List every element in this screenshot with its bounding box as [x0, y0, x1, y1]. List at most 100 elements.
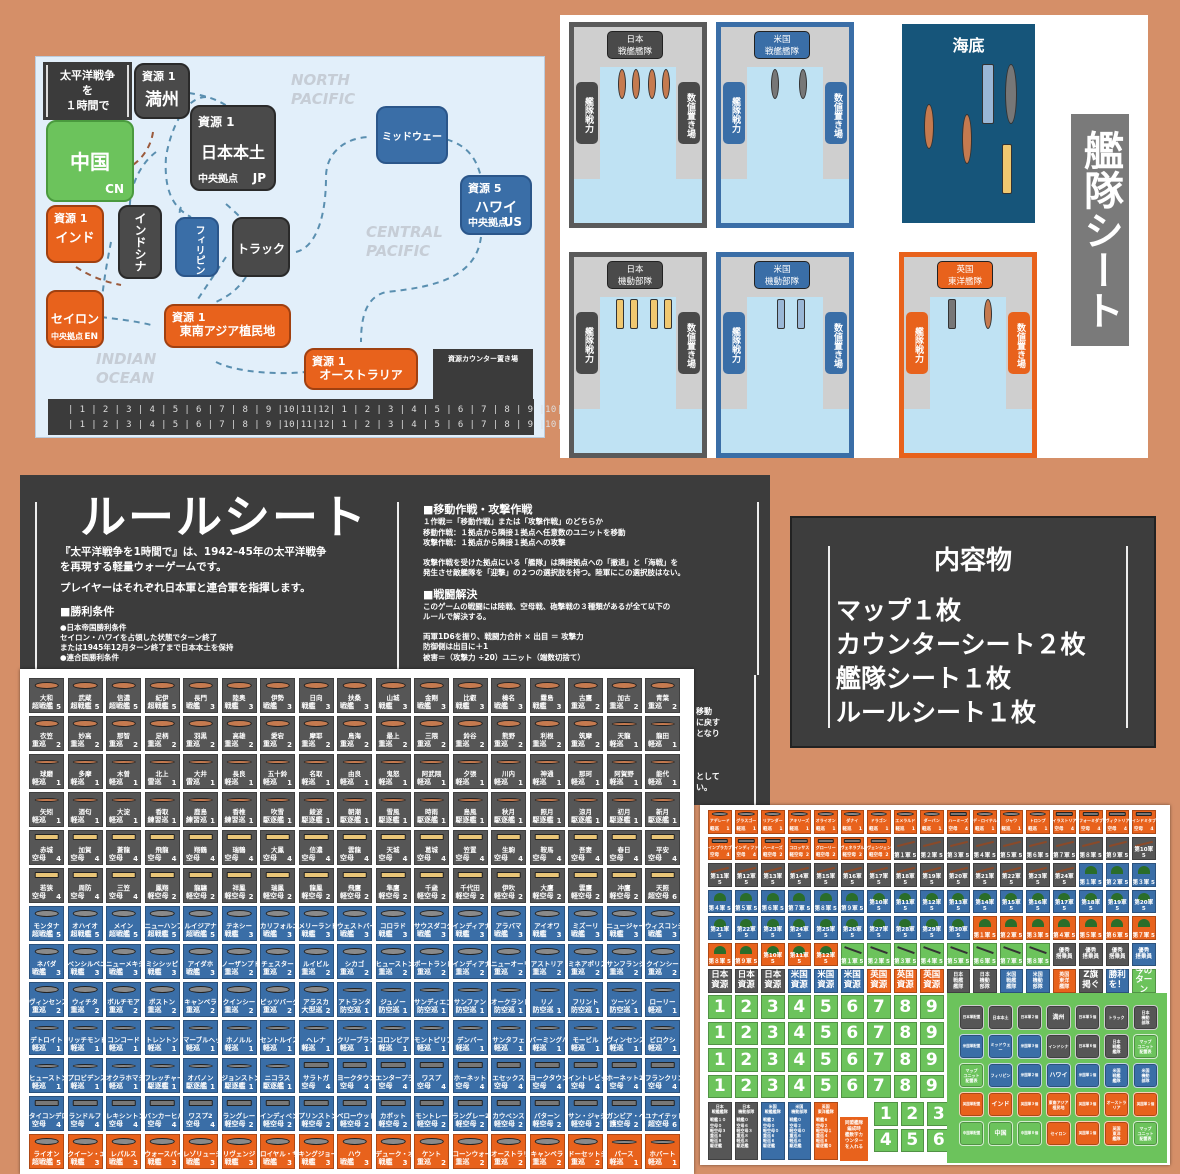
ship-counter[interactable]: ベローウッド軽空母2 [337, 1096, 372, 1131]
ship-counter[interactable]: オーストラリア重巡2 [491, 1134, 526, 1169]
number-counter[interactable]: 8 [893, 1048, 917, 1072]
marker-counter[interactable]: 今の ターン [1132, 969, 1156, 993]
number-counter[interactable]: 3 [761, 1048, 785, 1072]
placement-cell[interactable]: 英国 東洋 艦隊 [1104, 1121, 1129, 1146]
army-counter[interactable]: 第23軍 5 [1026, 863, 1050, 887]
marker-counter[interactable]: 日本 戦艦 艦隊 [946, 969, 970, 993]
army-counter[interactable]: 第14軍 5 [787, 863, 811, 887]
number-counter[interactable]: 1 [708, 995, 732, 1019]
army-counter[interactable]: 第１軍 5 [893, 836, 917, 860]
placement-cell[interactable]: インドシナ [1046, 1034, 1071, 1059]
ship-counter[interactable]: ニューオーリンズ重巡2 [491, 944, 526, 979]
ship-counter[interactable]: フォーミダブル空母4 [1079, 810, 1103, 834]
number-counter[interactable]: 2 [734, 995, 758, 1019]
marker-counter[interactable]: 優秀 搭乗員 [1052, 942, 1076, 966]
ship-counter[interactable]: メリーランド戦艦3 [298, 906, 334, 941]
number-counter[interactable]: 9 [920, 1048, 944, 1072]
army-counter[interactable]: 第29軍 5 [920, 916, 944, 940]
ship-counter[interactable]: イラストリアス空母4 [1052, 810, 1076, 834]
placement-cell[interactable]: マップ ユニット 配置表 [1133, 1034, 1158, 1059]
node-japan-homeland[interactable]: 資源 1 日本本土 中央拠点 JP [190, 105, 276, 191]
ship-counter[interactable]: キングジョージ5世戦艦3 [298, 1134, 334, 1169]
ship-counter[interactable]: ウェストバージニア戦艦3 [337, 906, 372, 941]
ship-counter[interactable]: ポートランド重巡2 [414, 944, 449, 979]
placement-cell[interactable]: 日本軍５個 [1075, 1005, 1100, 1030]
ship-counter[interactable]: ニューハンプシャー超戦艦5 [144, 906, 180, 941]
number-counter[interactable]: 6 [840, 1021, 864, 1045]
army-counter[interactable]: 第９軍 5 [840, 889, 864, 913]
number-counter[interactable]: 6 [927, 1128, 951, 1152]
number-counter[interactable]: 9 [920, 1021, 944, 1045]
placement-cell[interactable]: 日本本土 [988, 1005, 1013, 1030]
army-counter[interactable]: 第16軍 5 [840, 863, 864, 887]
number-counter[interactable]: 7 [867, 1021, 891, 1045]
placement-cell[interactable]: 日本 戦艦 艦隊 [1104, 1034, 1129, 1059]
army-counter[interactable]: 第24軍 5 [787, 916, 811, 940]
marker-counter[interactable]: 英国 資源 [867, 969, 891, 993]
army-counter[interactable]: 第５軍 5 [999, 836, 1023, 860]
army-counter[interactable]: 第12軍 5 [920, 889, 944, 913]
placement-cell[interactable]: 英国軍１個 [1133, 1092, 1158, 1117]
number-counter[interactable]: 9 [920, 1074, 944, 1098]
army-counter[interactable]: 第４軍 5 [920, 942, 944, 966]
ship-counter[interactable]: ニュージャージー戦艦3 [606, 906, 642, 941]
number-counter[interactable]: 3 [761, 995, 785, 1019]
army-counter[interactable]: 第２軍 5 [1105, 863, 1129, 887]
ship-counter[interactable]: ミネアポリス重巡2 [568, 944, 603, 979]
number-counter[interactable]: 1 [708, 1048, 732, 1072]
army-counter[interactable]: 第30軍 5 [946, 916, 970, 940]
placement-cell[interactable]: 中国軍配置 [959, 1121, 984, 1146]
ship-counter[interactable]: カリフォルニア戦艦3 [260, 906, 295, 941]
army-counter[interactable]: 第14軍 5 [973, 889, 997, 913]
number-counter[interactable]: 2 [734, 1021, 758, 1045]
marker-counter[interactable]: 優秀 搭乗員 [1105, 942, 1129, 966]
ship-counter[interactable]: ウィスコンシン戦艦3 [645, 906, 680, 941]
marker-counter[interactable]: 米国 戦艦 艦隊 [999, 969, 1023, 993]
army-counter[interactable]: 第11軍 5 [787, 942, 811, 966]
number-counter[interactable]: 7 [867, 1074, 891, 1098]
army-counter[interactable]: 第16軍 5 [1026, 889, 1050, 913]
army-counter[interactable]: 第19軍 5 [1105, 889, 1129, 913]
ship-counter[interactable]: ロイヤル・サブリン戦艦3 [260, 1134, 295, 1169]
marker-counter[interactable]: 米国 資源 [814, 969, 838, 993]
marker-counter[interactable]: 米国 資源 [840, 969, 864, 993]
number-counter[interactable]: 1 [708, 1021, 732, 1045]
